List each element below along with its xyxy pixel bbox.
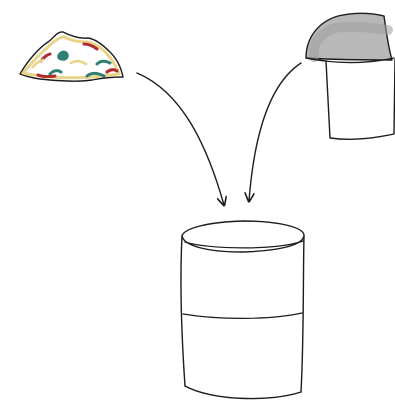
database-left-side <box>181 236 185 386</box>
database-right-side <box>301 236 304 392</box>
target-database <box>181 221 304 399</box>
source-container <box>306 13 395 139</box>
arrow-left-to-target <box>137 73 224 205</box>
arrow-right-to-target <box>249 63 301 201</box>
container-body <box>306 58 395 139</box>
source-fragment <box>20 32 123 81</box>
database-middle-band <box>183 313 302 318</box>
database-bottom <box>185 386 301 399</box>
red-mark <box>38 75 55 77</box>
arrows <box>137 63 301 205</box>
